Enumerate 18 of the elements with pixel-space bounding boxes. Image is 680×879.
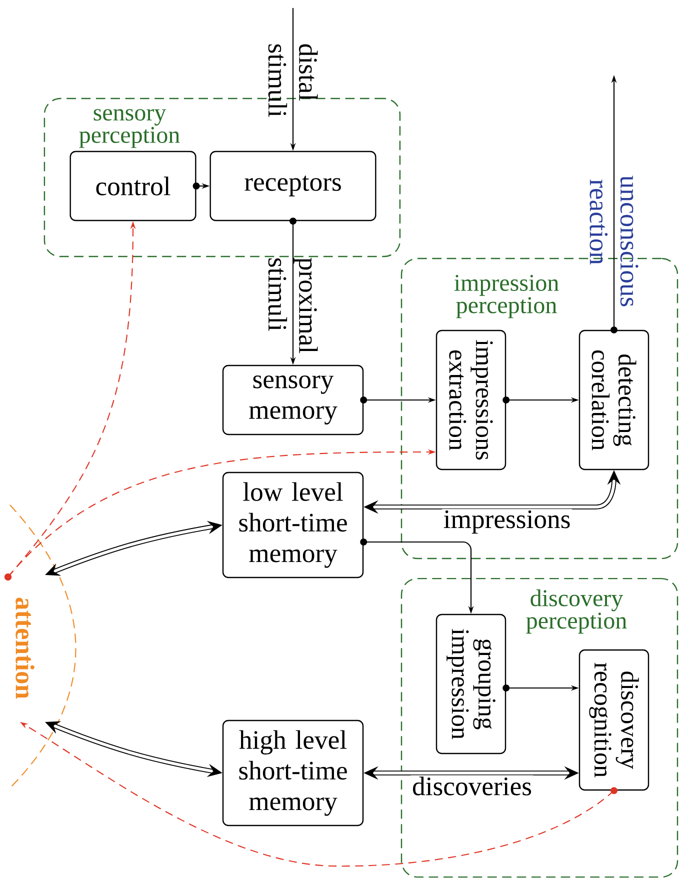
edge-label: unconscious reaction xyxy=(590,176,638,306)
process-box: impressions extraction xyxy=(436,330,506,470)
process-box: discovery recognition xyxy=(578,649,650,791)
process-box: grouping impression xyxy=(436,614,506,754)
group-title: discovery perception xyxy=(526,589,627,634)
edge-label: proximal stimuli xyxy=(268,258,318,354)
edge-label: distal stimuli xyxy=(268,44,318,117)
edge-label: discoveries xyxy=(410,775,534,797)
group-title: impression perception xyxy=(454,274,559,318)
process-box: control xyxy=(70,150,196,222)
process-box: high level short-time memory xyxy=(222,720,364,826)
process-box: receptors xyxy=(210,150,376,222)
attention-label: attention xyxy=(16,598,34,699)
edge-label: impressions xyxy=(442,509,572,535)
process-box: low level short-time memory xyxy=(222,472,364,578)
process-box: detecting corelation xyxy=(578,330,650,470)
process-box: sensory memory xyxy=(222,364,364,436)
group-title: sensory perception xyxy=(79,109,180,148)
